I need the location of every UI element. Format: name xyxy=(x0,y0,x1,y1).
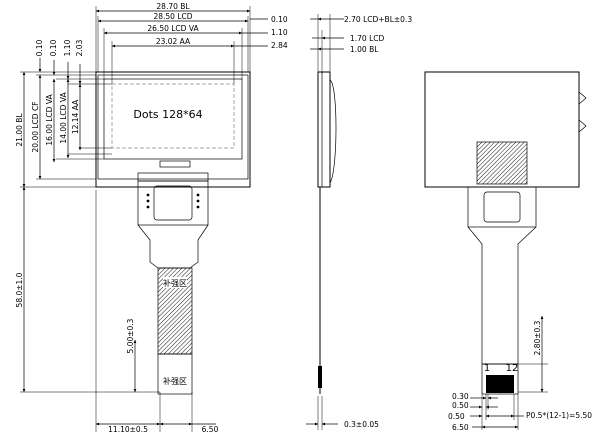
left-top-dims: 0.10 0.10 1.10 2.03 xyxy=(35,39,84,85)
bl-height-dim: 21.00 BL xyxy=(15,113,24,147)
side-total-thickness: 2.70 LCD+BL±0.3 xyxy=(344,15,412,24)
front-fpc: 补强区 补强区 xyxy=(137,172,209,395)
pin-last-label: 12 xyxy=(506,363,519,374)
back-contact-pads xyxy=(486,375,514,393)
side-lcd-body xyxy=(317,71,331,188)
side-view: 2.70 LCD+BL±0.3 1.70 LCD 1.00 BL 0.3±0.0… xyxy=(306,14,412,430)
lcd-glass-outline xyxy=(97,74,249,180)
back-ic-area xyxy=(476,141,528,185)
lcd-cf-height-dim: 20.00 LCD CF xyxy=(31,102,40,153)
back-view: 1 12 2.80±0.3 0.30 0.50 0.50 P0.5*(12-1)… xyxy=(424,71,592,432)
front-fpc-dim: 5.00±0.3 xyxy=(126,318,135,353)
aa-width-dim: 23.02 AA xyxy=(156,37,191,46)
top-offset-2: 1.10 xyxy=(271,28,288,37)
lcd-va-height-dim: 16.00 LCD VA xyxy=(45,94,54,146)
va-height-dim: 14.00 LCD VA xyxy=(59,92,68,144)
pitch-dim: P0.5*(12-1)=5.50 xyxy=(526,411,592,420)
back-dim-2: 0.50 xyxy=(452,401,469,410)
front-fpc-label-bottom: 补强区 xyxy=(163,376,187,386)
left-top-dim-3: 1.10 xyxy=(63,39,72,56)
active-area xyxy=(111,83,235,149)
back-fpc: 1 12 xyxy=(467,186,537,395)
back-dim-3: 0.50 xyxy=(448,412,465,421)
back-fpc-dim: 2.80±0.3 xyxy=(533,320,542,355)
side-lcd-thickness: 1.70 LCD xyxy=(350,34,384,43)
total-length-dim: 58.0±1.0 xyxy=(15,272,24,307)
left-top-dim-1: 0.10 xyxy=(35,39,44,56)
back-extension-lines xyxy=(481,394,519,430)
back-width-dim: 6.50 xyxy=(452,423,469,432)
back-dim-1: 0.30 xyxy=(452,392,469,401)
bl-width-dim: 28.70 BL xyxy=(156,2,190,11)
side-fpc-thickness: 0.3±0.05 xyxy=(344,420,379,429)
viewing-area xyxy=(103,78,243,160)
aa-height-dim: 12.14 AA xyxy=(71,99,80,134)
backlight-outline xyxy=(95,71,251,188)
side-fpc-bend xyxy=(329,79,337,184)
top-offset-1: 0.10 xyxy=(271,15,288,24)
fpc-offset-dim: 11.10±0.5 xyxy=(108,425,148,434)
bottom-ledge xyxy=(159,160,191,168)
front-extension-lines xyxy=(20,6,251,432)
front-fpc-label-top: 补强区 xyxy=(163,278,187,288)
fpc-width-dim: 6.50 xyxy=(202,425,219,434)
top-offset-3: 2.84 xyxy=(271,41,288,50)
side-bl-thickness: 1.00 BL xyxy=(350,45,379,54)
left-top-dim-4: 2.03 xyxy=(75,39,84,56)
side-stiffener xyxy=(318,366,322,388)
left-top-dim-2: 0.10 xyxy=(49,39,58,56)
va-width-dim: 26.50 LCD VA xyxy=(147,24,199,33)
display-resolution-label: Dots 128*64 xyxy=(133,108,202,121)
pin-first-label: 1 xyxy=(484,363,490,374)
front-view: 28.70 BL 28.50 LCD 26.50 LCD VA 23.02 AA… xyxy=(15,2,288,434)
lcd-width-dim: 28.50 LCD xyxy=(153,12,192,21)
